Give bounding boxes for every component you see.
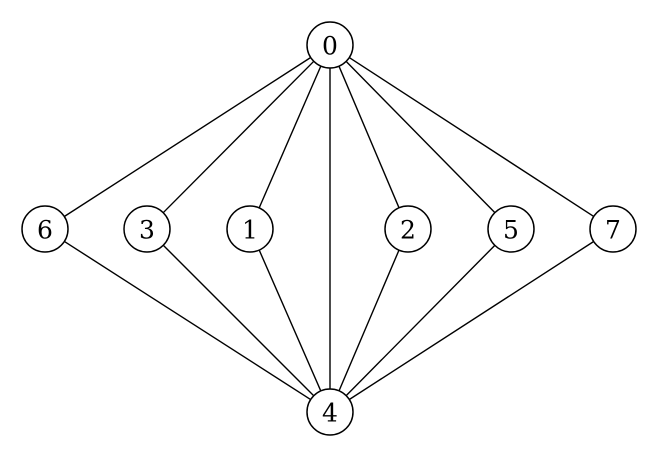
node-label-7: 7 bbox=[605, 216, 621, 245]
node-2: 2 bbox=[384, 205, 432, 253]
edge-0-6 bbox=[63, 56, 312, 218]
node-label-6: 6 bbox=[37, 216, 53, 245]
edge-0-5 bbox=[345, 60, 496, 214]
node-circle-0 bbox=[306, 21, 354, 69]
edge-1-4 bbox=[258, 249, 322, 392]
node-label-1: 1 bbox=[242, 216, 258, 245]
node-3: 3 bbox=[123, 205, 171, 253]
node-circle-2 bbox=[384, 205, 432, 253]
node-1: 1 bbox=[226, 205, 274, 253]
node-circle-3 bbox=[123, 205, 171, 253]
node-label-2: 2 bbox=[400, 216, 416, 245]
edge-2-4 bbox=[338, 249, 400, 392]
node-4: 4 bbox=[306, 388, 354, 436]
node-label-0: 0 bbox=[322, 32, 338, 61]
node-circle-7 bbox=[589, 205, 637, 253]
edges-layer bbox=[63, 56, 595, 401]
node-label-4: 4 bbox=[322, 399, 338, 428]
edge-6-4 bbox=[63, 240, 312, 401]
node-5: 5 bbox=[487, 205, 535, 253]
node-7: 7 bbox=[589, 205, 637, 253]
edge-5-4 bbox=[345, 244, 496, 397]
edge-7-4 bbox=[348, 240, 595, 401]
node-circle-4 bbox=[306, 388, 354, 436]
node-circle-5 bbox=[487, 205, 535, 253]
node-6: 6 bbox=[21, 205, 69, 253]
node-0: 0 bbox=[306, 21, 354, 69]
edge-0-7 bbox=[348, 56, 595, 218]
node-label-3: 3 bbox=[139, 216, 155, 245]
node-circle-1 bbox=[226, 205, 274, 253]
edge-0-3 bbox=[162, 60, 315, 214]
nodes-layer: 0 6 3 1 2 5 7 4 bbox=[21, 21, 637, 436]
node-label-5: 5 bbox=[503, 216, 519, 245]
edge-0-2 bbox=[338, 65, 400, 209]
edge-3-4 bbox=[162, 244, 315, 397]
edge-0-1 bbox=[258, 65, 322, 209]
node-circle-6 bbox=[21, 205, 69, 253]
